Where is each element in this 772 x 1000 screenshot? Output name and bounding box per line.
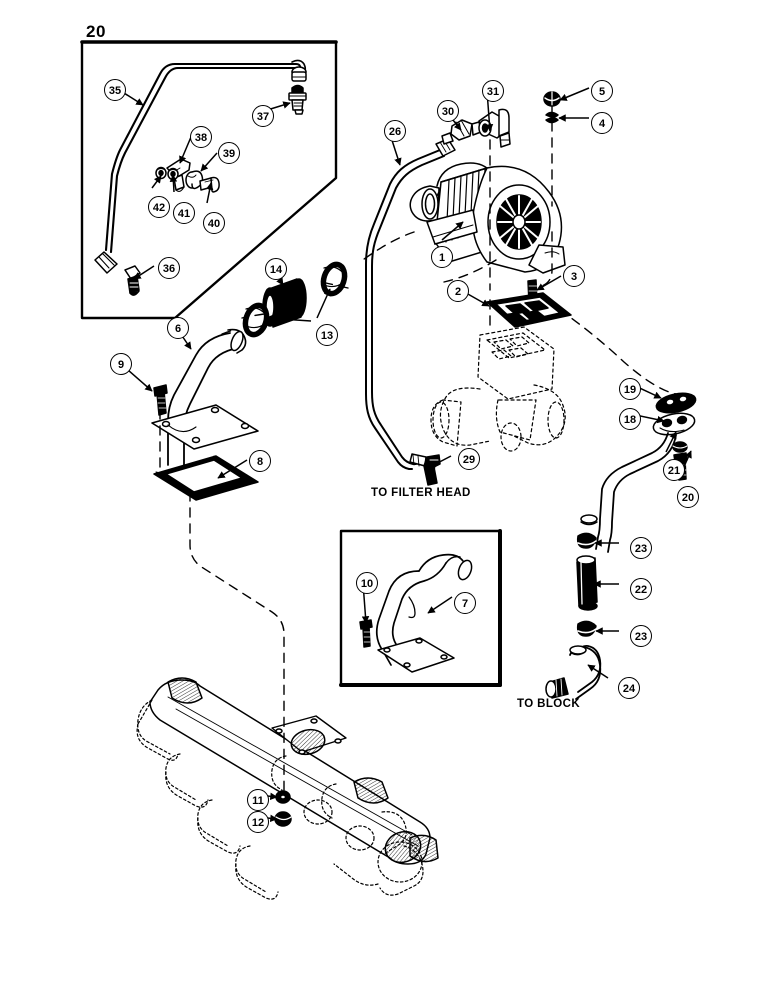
callout-12[interactable]: 12 bbox=[247, 811, 269, 833]
leader-39 bbox=[200, 152, 218, 172]
callout-26[interactable]: 26 bbox=[384, 120, 406, 142]
callout-11[interactable]: 11 bbox=[247, 789, 269, 811]
part-8-gasket bbox=[153, 455, 259, 501]
callout-6[interactable]: 6 bbox=[167, 317, 189, 339]
callout-5[interactable]: 5 bbox=[591, 80, 613, 102]
callout-21[interactable]: 21 bbox=[663, 459, 685, 481]
leader-13a bbox=[316, 288, 331, 319]
callout-14[interactable]: 14 bbox=[265, 258, 287, 280]
engine-manifold-phantom bbox=[430, 326, 566, 452]
callout-30[interactable]: 30 bbox=[437, 100, 459, 122]
part-19-gasket bbox=[655, 392, 697, 414]
callout-24[interactable]: 24 bbox=[618, 677, 640, 699]
part-36-connector bbox=[124, 265, 141, 296]
callout-18[interactable]: 18 bbox=[619, 408, 641, 430]
callout-13[interactable]: 13 bbox=[316, 324, 338, 346]
leader-1 bbox=[441, 221, 464, 241]
callout-36[interactable]: 36 bbox=[158, 257, 180, 279]
callout-9[interactable]: 9 bbox=[110, 353, 132, 375]
part-24-elbow-tube bbox=[545, 644, 602, 700]
leader-29 bbox=[427, 455, 452, 469]
callout-29[interactable]: 29 bbox=[458, 448, 480, 470]
to-block-label: TO BLOCK bbox=[517, 698, 581, 710]
callout-10[interactable]: 10 bbox=[356, 572, 378, 594]
leader-40 bbox=[205, 182, 214, 204]
leader-3 bbox=[536, 275, 562, 291]
callout-35[interactable]: 35 bbox=[104, 79, 126, 101]
exhaust-manifold-phantom bbox=[136, 677, 439, 900]
leader-13b bbox=[265, 314, 312, 323]
part-26-oil-tube bbox=[365, 138, 456, 470]
leader-36 bbox=[133, 265, 155, 280]
callout-40[interactable]: 40 bbox=[203, 212, 225, 234]
callout-38[interactable]: 38 bbox=[190, 126, 212, 148]
callout-42[interactable]: 42 bbox=[148, 196, 170, 218]
callout-23[interactable]: 23 bbox=[630, 537, 652, 559]
part-23-clamp-lower bbox=[576, 620, 597, 637]
part-9-bolt bbox=[153, 384, 168, 416]
callout-20[interactable]: 20 bbox=[677, 486, 699, 508]
part-7-elbow-tube bbox=[375, 553, 473, 673]
part-11-washer bbox=[275, 790, 291, 804]
part-1-turbocharger bbox=[409, 162, 566, 274]
leader-41 bbox=[169, 174, 178, 193]
leader-7 bbox=[427, 596, 453, 614]
part-2-gasket bbox=[486, 292, 572, 328]
leader-8 bbox=[217, 459, 248, 479]
callout-22[interactable]: 22 bbox=[630, 578, 652, 600]
callout-2[interactable]: 2 bbox=[447, 280, 469, 302]
callout-31[interactable]: 31 bbox=[482, 80, 504, 102]
callout-41[interactable]: 41 bbox=[173, 202, 195, 224]
part-21-nut bbox=[672, 441, 688, 453]
callout-39[interactable]: 39 bbox=[218, 142, 240, 164]
leader-24 bbox=[587, 664, 609, 679]
leader-5 bbox=[559, 87, 590, 101]
part-13-clamp-left bbox=[242, 302, 270, 338]
leader-38 bbox=[179, 136, 192, 164]
assembly-phantom-lines bbox=[159, 105, 677, 791]
callout-19[interactable]: 19 bbox=[619, 378, 641, 400]
part-18-tube bbox=[580, 432, 677, 553]
callout-3[interactable]: 3 bbox=[563, 265, 585, 287]
leader-42 bbox=[151, 175, 162, 189]
callout-23[interactable]: 23 bbox=[630, 625, 652, 647]
callout-1[interactable]: 1 bbox=[431, 246, 453, 268]
callout-8[interactable]: 8 bbox=[249, 450, 271, 472]
to-filter-head-label: TO FILTER HEAD bbox=[371, 487, 471, 499]
leader-21 bbox=[665, 431, 677, 453]
part-22-hose bbox=[576, 555, 598, 611]
part-35-tube bbox=[94, 59, 307, 274]
part-6-elbow-tube bbox=[151, 328, 259, 471]
callout-4[interactable]: 4 bbox=[591, 112, 613, 134]
page-number: 20 bbox=[86, 22, 106, 41]
callout-7[interactable]: 7 bbox=[454, 592, 476, 614]
callout-37[interactable]: 37 bbox=[252, 105, 274, 127]
part-37-fitting bbox=[288, 84, 307, 115]
